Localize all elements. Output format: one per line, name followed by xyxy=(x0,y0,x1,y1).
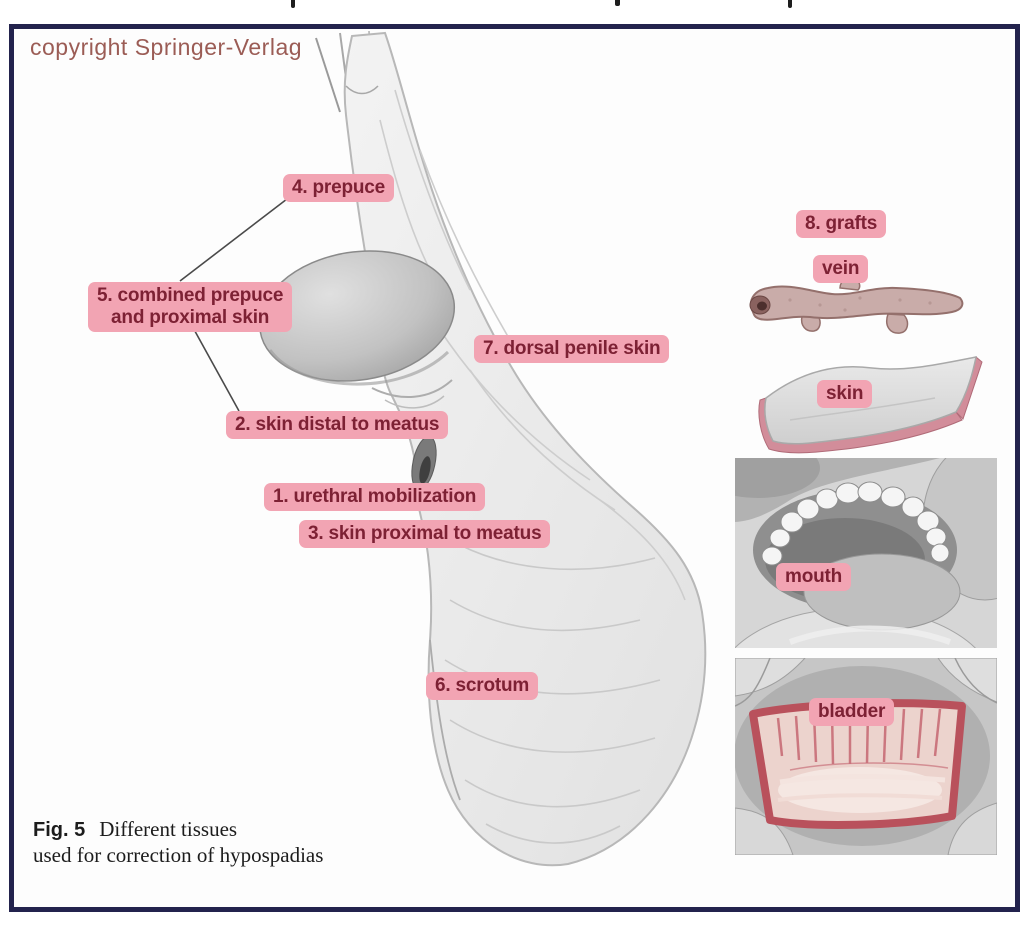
label-prepuce: 4. prepuce xyxy=(283,174,395,202)
caption-text-line1: Different tissues xyxy=(99,817,238,841)
label-combined-prepuce-line1: 5. combined prepuce xyxy=(97,285,284,306)
label-skin-distal: 2. skin distal to meatus xyxy=(226,411,449,439)
label-grafts: 8. grafts xyxy=(796,210,887,238)
cropped-text-remnant xyxy=(615,0,620,6)
label-scrotum: 6. scrotum xyxy=(426,672,539,700)
label-combined-prepuce-line2: and proximal skin xyxy=(111,306,270,328)
label-vein: vein xyxy=(813,255,869,283)
cropped-text-remnant xyxy=(788,0,792,8)
label-skin-proximal: 3. skin proximal to meatus xyxy=(299,520,551,548)
caption-text-line2: used for correction of hypospadias xyxy=(33,842,324,867)
copyright-notice: copyright Springer-Verlag xyxy=(30,34,303,60)
figure-border-frame xyxy=(9,24,1020,912)
label-urethral-mobilization: 1. urethral mobilization xyxy=(264,483,486,511)
label-dorsal-penile-skin: 7. dorsal penile skin xyxy=(474,335,670,363)
label-mouth: mouth xyxy=(776,563,852,591)
label-skin: skin xyxy=(817,380,873,408)
label-combined-prepuce: 5. combined prepuce and proximal skin xyxy=(88,282,293,332)
cropped-text-remnant xyxy=(291,0,295,8)
figure-caption: Fig. 5 Different tissues used for correct… xyxy=(33,817,363,868)
label-bladder: bladder xyxy=(809,698,895,726)
figure-number: Fig. 5 xyxy=(33,819,86,841)
